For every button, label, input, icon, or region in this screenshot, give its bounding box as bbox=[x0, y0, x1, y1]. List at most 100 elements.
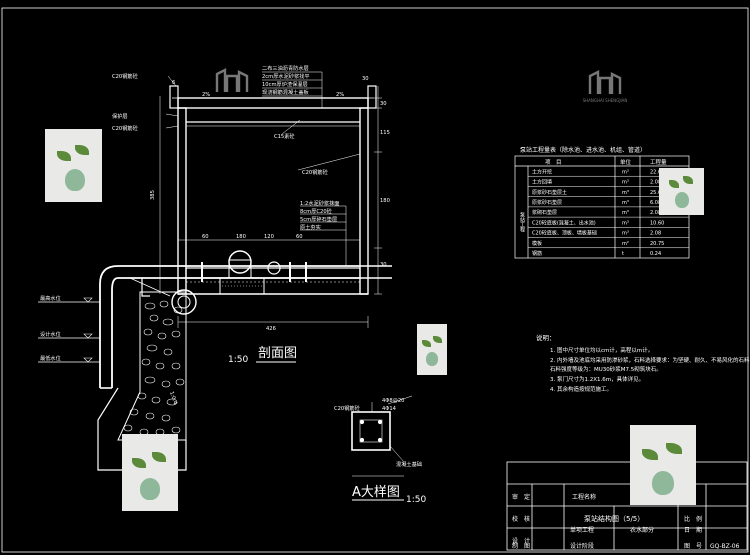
table-cell-qty: 10.60 bbox=[650, 220, 664, 226]
table-cell-unit: t bbox=[622, 251, 624, 257]
note-2: 2. 内外墙及池底均采用防渗砂浆，石料选择要求：为坚硬、耐久、不易风化的石料； bbox=[550, 356, 750, 364]
rubble-pattern bbox=[123, 300, 185, 436]
table-side-label: 泵站工程 bbox=[519, 212, 525, 233]
tb-r2-c3: 比 例 bbox=[684, 515, 702, 523]
plant-photo bbox=[45, 129, 102, 202]
c20-wall-label: C20钢筋砼 bbox=[302, 168, 329, 176]
notes-heading: 说明： bbox=[536, 333, 556, 342]
dim-180: 180 bbox=[236, 234, 246, 240]
plant-photo bbox=[630, 425, 696, 505]
table-cell-item: 原浆砂石垫层土 bbox=[532, 189, 567, 196]
tb-r3-c4: 日 期 bbox=[684, 526, 702, 534]
slope-label: 1:0.4 bbox=[168, 391, 178, 406]
water-level-high: 最高水位 bbox=[40, 294, 61, 302]
detail-note: 混凝土基础 bbox=[396, 460, 422, 468]
logo-icon bbox=[588, 70, 622, 94]
floor-layer-1: 1:2水泥砂浆抹面 bbox=[300, 199, 339, 207]
table-cell-qty: 20.75 bbox=[650, 241, 664, 247]
dim-right-2: 115 bbox=[380, 130, 390, 136]
water-level-icon bbox=[83, 297, 93, 303]
table-cell-item: C20砼底板、顶板、墙板基础 bbox=[532, 230, 597, 237]
dim-60: 60 bbox=[202, 234, 209, 240]
watermark-logo-2: SHANGHAI SHENGJIAN bbox=[582, 70, 628, 103]
table-header-qty: 工程量 bbox=[650, 158, 667, 166]
notes: 说明： 1. 图中尺寸单位均以cm计，高程以m计。 2. 内外墙及池底均采用防渗… bbox=[536, 333, 750, 393]
rubble-embankment bbox=[117, 291, 187, 441]
table-cell-item: 钢筋 bbox=[532, 250, 542, 257]
table-title: 泵站工程量表（除水池、进水池、机组、管道） bbox=[520, 146, 646, 154]
slope-top: 2% bbox=[202, 92, 210, 98]
table-cell-item: 土方回填 bbox=[532, 179, 552, 186]
tb-r4-c1: 制 图 bbox=[512, 542, 530, 550]
layer-label-3: 10cm厚炉渣保温层 bbox=[262, 80, 308, 88]
layer-label-1: 二布三油沥青防水层 bbox=[262, 64, 309, 72]
outlet-pipe-icon bbox=[171, 289, 197, 315]
table-cell-unit: m³ bbox=[622, 190, 629, 196]
left-side-label-2: C20钢筋砼 bbox=[112, 124, 139, 132]
water-level-icon bbox=[83, 333, 93, 339]
tb-r4-c5: GQ-BZ-06 bbox=[710, 543, 740, 550]
c15-label: C15素砼 bbox=[274, 132, 295, 140]
table-cell-item: 土方开挖 bbox=[532, 168, 552, 175]
note-1: 1. 图中尺寸单位均以cm计，高程以m计。 bbox=[550, 346, 653, 354]
section-scale: 1:50 bbox=[228, 355, 248, 365]
roof-slab bbox=[177, 97, 369, 109]
tb-r2-c2: 泵站结构图（5/5） bbox=[584, 514, 644, 523]
table-header-unit: 单位 bbox=[620, 158, 632, 166]
note-3: 3. 泵门尺寸为1.2X1.6m，具体详见。 bbox=[550, 375, 644, 383]
table-cell-item: 浆砌石垫层 bbox=[532, 209, 557, 216]
water-level-design: 设计水位 bbox=[40, 330, 61, 338]
table-cell-unit: m³ bbox=[622, 210, 629, 216]
tb-r4-c4: 图 号 bbox=[684, 543, 702, 550]
tb-r3-c3: 农水部分 bbox=[630, 526, 654, 534]
drawing-frame bbox=[1, 7, 749, 553]
plant-photo bbox=[417, 324, 447, 375]
water-level-icon bbox=[83, 357, 93, 363]
dim-right-3: 180 bbox=[380, 198, 390, 204]
layer-label-2: 2cm厚水泥砂浆找平 bbox=[262, 72, 310, 80]
tb-r4-c2: 设计阶段 bbox=[570, 542, 594, 550]
c20-top-label: C20钢筋砼 bbox=[112, 72, 139, 80]
tb-r1-c1: 审 定 bbox=[512, 493, 530, 501]
table-cell-qty: 25.60 bbox=[650, 190, 664, 196]
detail-scale: 1:50 bbox=[406, 495, 426, 505]
water-level-low: 最低水位 bbox=[40, 354, 61, 362]
layer-label-4: 现浇钢筋混凝土盖板 bbox=[262, 88, 310, 96]
floor-layer-2: 8cm厚C20砼 bbox=[300, 207, 333, 215]
table-cell-item: 原浆砂石垫层 bbox=[532, 199, 562, 206]
table-header-item: 项 目 bbox=[545, 159, 562, 166]
section-labels: 二布三油沥青防水层 2cm厚水泥砂浆找平 10cm厚炉渣保温层 现浇钢筋混凝土盖… bbox=[40, 64, 390, 406]
floor-layer-4: 原土夯实 bbox=[300, 223, 321, 231]
left-side-label-1: 保护层 bbox=[112, 112, 128, 120]
logo-icon bbox=[215, 68, 249, 92]
table-cell-item: 模板 bbox=[532, 240, 542, 247]
note-4: 4. 其余构造按规范施工。 bbox=[550, 385, 612, 393]
table-cell-unit: m³ bbox=[622, 231, 629, 237]
detail-labels: C20钢筋砼 4Φ8@20 4Φ14 混凝土基础 bbox=[334, 398, 422, 468]
detail-rebar-2: 4Φ14 bbox=[382, 406, 397, 412]
plant-photo bbox=[122, 434, 178, 511]
watermark-logo bbox=[212, 68, 252, 96]
detail-c20: C20钢筋砼 bbox=[334, 404, 361, 412]
quantity-table: 泵站工程量表（除水池、进水池、机组、管道） 土方开挖 m³ 22.60 土方回填 m³ 2… bbox=[514, 146, 690, 259]
dim-left: 385 bbox=[150, 190, 156, 200]
table-cell-qty: 22.60 bbox=[650, 169, 664, 175]
table-cell-qty: 6.08 bbox=[650, 200, 661, 206]
valve-icon bbox=[267, 261, 281, 275]
tb-r1-c2: 工程名称 bbox=[572, 493, 596, 501]
dim-120: 120 bbox=[264, 234, 274, 240]
tb-r3-c2: 单项工程 bbox=[570, 526, 594, 534]
table-cell-unit: m³ bbox=[622, 220, 629, 226]
floor-layer-3: 5cm厚碎石垫层 bbox=[300, 215, 337, 223]
dim-right-1: 30 bbox=[380, 101, 387, 107]
note-2b: 石料强度等级为：MU30砂浆M7.5砌筑块石。 bbox=[550, 365, 662, 373]
table-cell-unit: m³ bbox=[622, 169, 629, 175]
table-cell-qty: 2.08 bbox=[650, 231, 661, 237]
table-cell-qty: 0.24 bbox=[650, 251, 661, 257]
detail-title: A大样图 bbox=[352, 485, 400, 500]
pump-icon bbox=[228, 250, 252, 274]
watermark-brand: SHANGHAI SHENGJIAN bbox=[582, 98, 628, 103]
section-view bbox=[38, 71, 392, 471]
detail-a bbox=[351, 395, 413, 501]
